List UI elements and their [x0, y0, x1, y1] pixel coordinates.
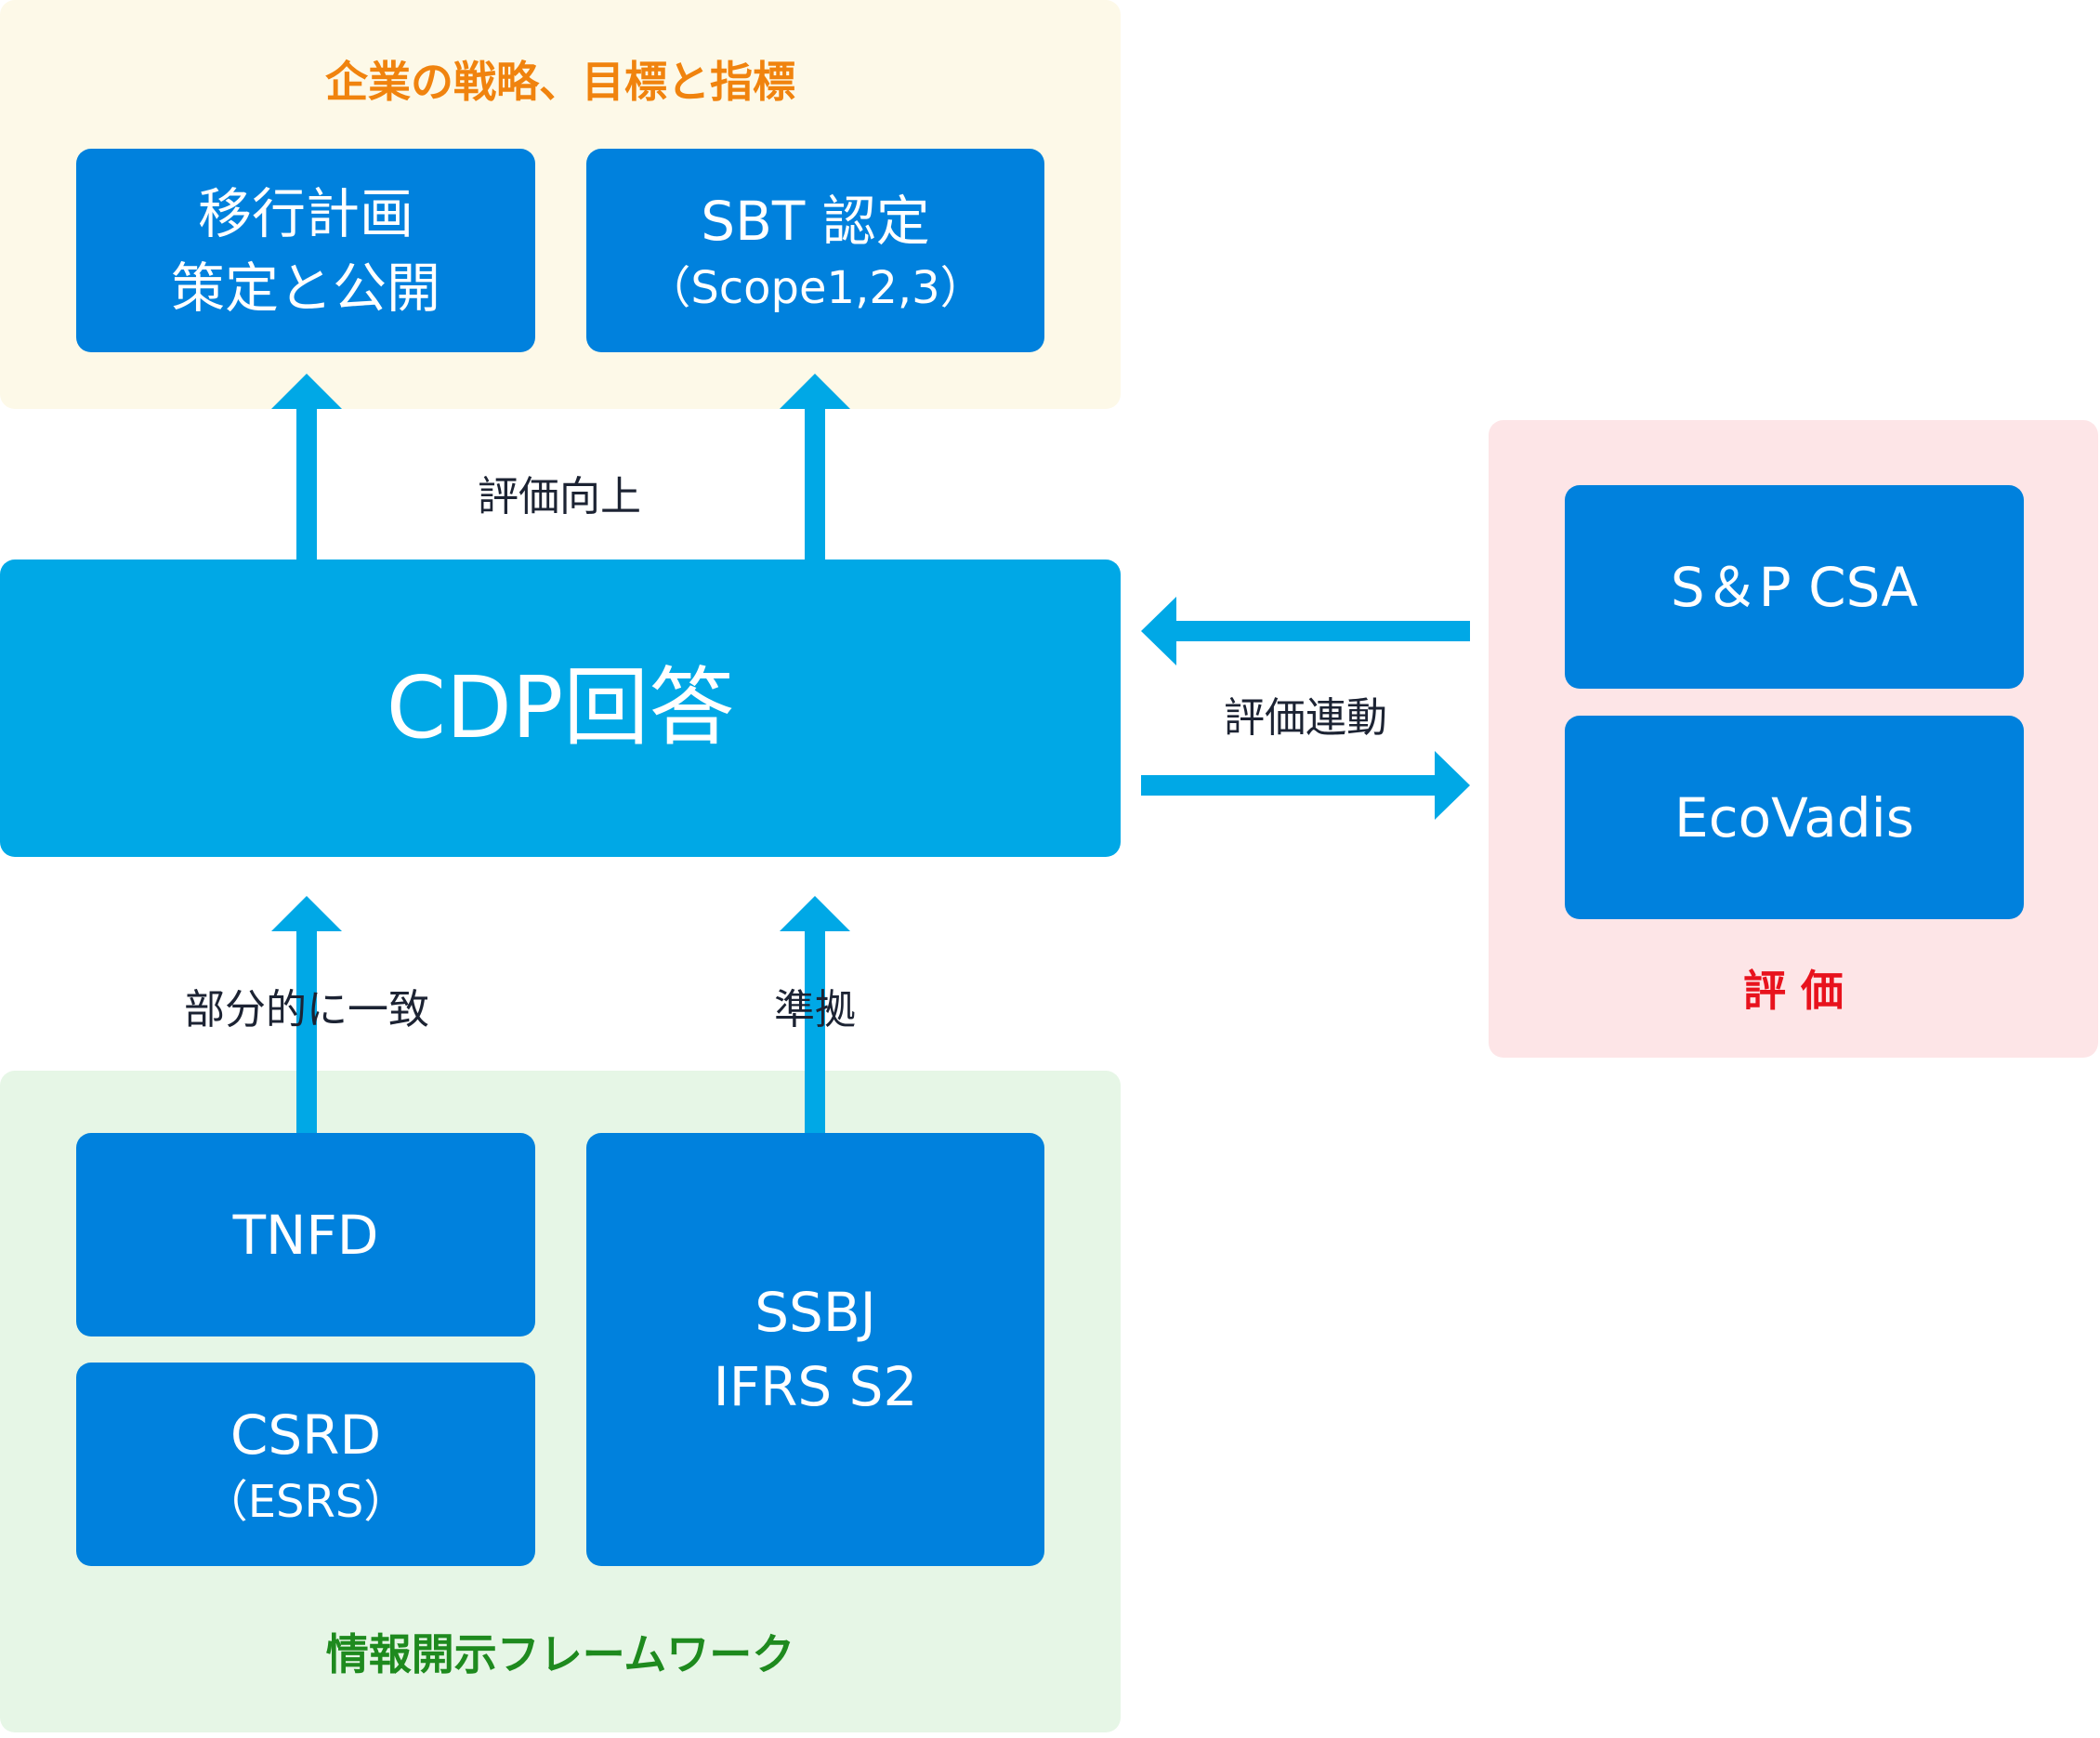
cdp-response-box: CDP回答: [0, 560, 1121, 857]
csrd-box: CSRD （ESRS）: [76, 1363, 535, 1566]
arrow-left-icon: [1141, 597, 1470, 665]
label-rating-linkage: 評価連動: [1224, 694, 1387, 742]
sbt-certification-box: SBT 認定 （Scope1,2,3）: [586, 149, 1044, 352]
ssbj-line-1: SSBJ: [755, 1281, 876, 1344]
label-partial-match: 部分的に一致: [184, 986, 429, 1034]
disclosure-framework-title: 情報開示フレームワーク: [325, 1629, 795, 1679]
label-rating-improvement: 評価向上: [478, 473, 641, 520]
transition-plan-line-2: 策定と公開: [170, 256, 440, 320]
arrow-up-icon: [271, 896, 342, 1133]
sp-csa-label: S＆P CSA: [1670, 555, 1919, 619]
sbt-line-1: SBT 認定: [701, 189, 930, 253]
label-compliant: 準拠: [774, 986, 856, 1034]
cdp-response-label: CDP回答: [386, 658, 735, 757]
transition-plan-box: 移行計画 策定と公開: [76, 149, 535, 352]
ecovadis-label: EcoVadis: [1674, 785, 1914, 849]
sbt-line-2: （Scope1,2,3）: [646, 261, 985, 314]
arrow-up-icon: [271, 374, 342, 560]
tnfd-label: TNFD: [232, 1203, 379, 1267]
rating-panel-title: 評 価: [1742, 966, 1844, 1016]
transition-plan-line-1: 移行計画: [197, 181, 413, 245]
ssbj-box: SSBJ IFRS S2: [586, 1133, 1044, 1566]
csrd-line-1: CSRD: [230, 1402, 382, 1467]
ssbj-line-2: IFRS S2: [713, 1355, 918, 1418]
sp-csa-box: S＆P CSA: [1565, 485, 2024, 689]
csrd-line-2: （ESRS）: [203, 1475, 409, 1528]
strategy-panel-title: 企業の戦略、目標と指標: [325, 57, 795, 107]
ecovadis-box: EcoVadis: [1565, 716, 2024, 919]
tnfd-box: TNFD: [76, 1133, 535, 1336]
arrow-up-icon: [780, 374, 850, 560]
arrow-right-icon: [1141, 751, 1470, 820]
arrow-up-icon: [780, 896, 850, 1133]
